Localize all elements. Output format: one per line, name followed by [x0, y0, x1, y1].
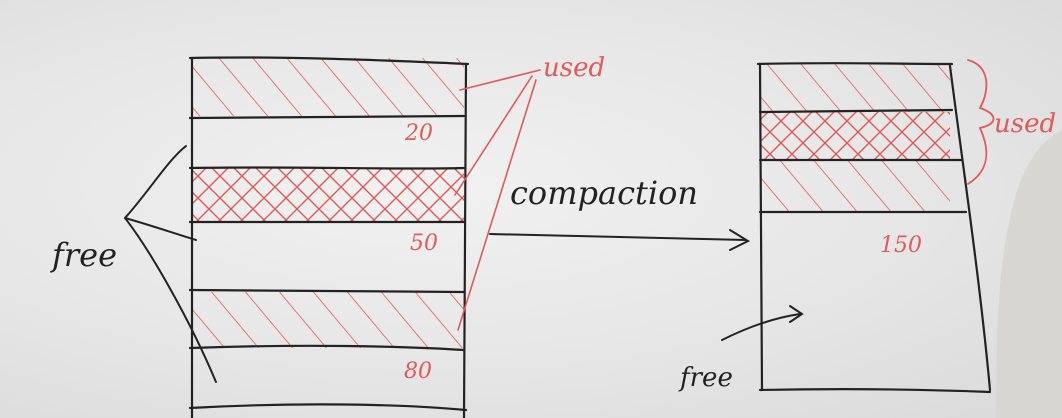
- used-label-top: used: [543, 53, 605, 83]
- compaction-arrow-group: compaction: [489, 174, 751, 251]
- free-label-right: free: [678, 363, 733, 393]
- compaction-label: compaction: [510, 174, 698, 212]
- used-block-2: [192, 168, 464, 222]
- presenter-silhouette: [996, 130, 1062, 418]
- free-label-left: free: [50, 236, 117, 274]
- used-block-1: [192, 58, 464, 116]
- free-label-right-group: free: [678, 305, 804, 393]
- used-block-3: [192, 292, 464, 348]
- used-block-compacted-2: [760, 112, 950, 160]
- used-label-right: used: [994, 109, 1056, 139]
- free-size-50: 50: [410, 231, 438, 256]
- free-size-150: 150: [880, 233, 922, 258]
- free-label-left-group: free: [50, 145, 217, 383]
- memory-after: 150: [756, 62, 992, 394]
- used-label-right-group: used: [967, 59, 1056, 185]
- free-size-80: 80: [404, 359, 432, 384]
- compaction-arrow: [489, 233, 747, 241]
- free-size-20: 20: [404, 121, 433, 146]
- memory-before: 20 50 80: [188, 56, 470, 418]
- used-label-group: used: [454, 53, 605, 331]
- used-block-compacted-1: [760, 64, 950, 112]
- used-block-compacted-3: [760, 160, 950, 212]
